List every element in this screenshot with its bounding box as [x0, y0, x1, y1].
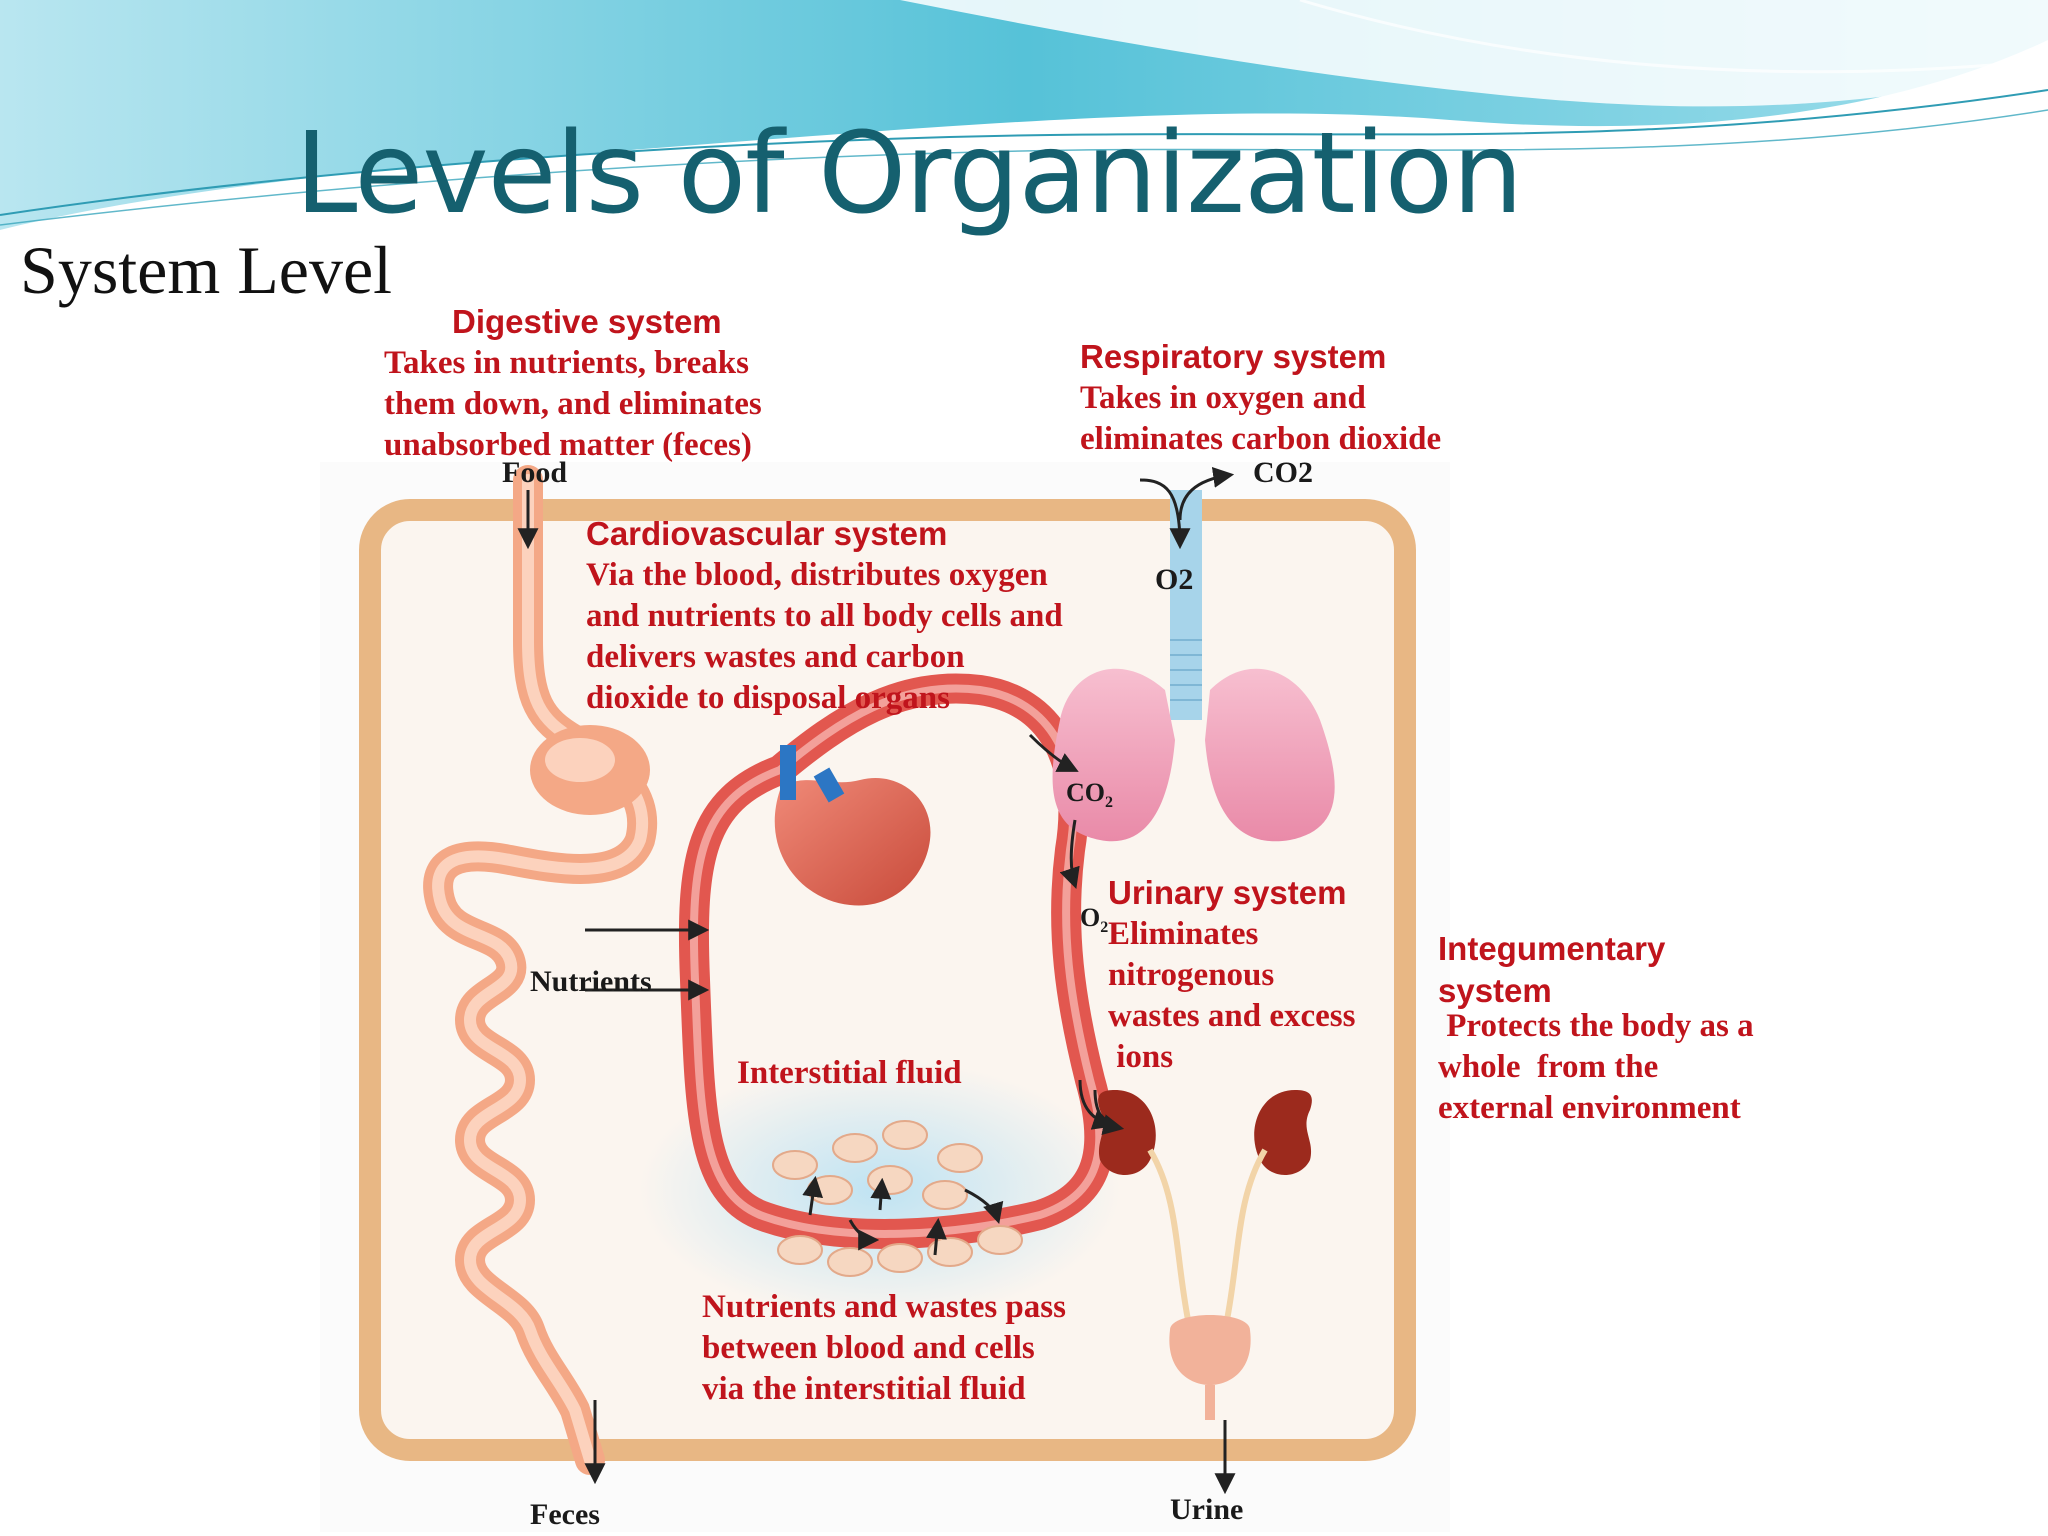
exchange-description: Nutrients and wastes pass between blood … — [702, 1287, 1066, 1410]
respiratory-desc-line: eliminates carbon dioxide — [1080, 421, 1442, 457]
integumentary-title-line: Integumentary — [1438, 930, 1666, 967]
co2-lung-text: CO — [1066, 778, 1105, 807]
flow-arrows — [517, 466, 1236, 1495]
exchange-line: Nutrients and wastes pass — [702, 1289, 1066, 1325]
integumentary-system-title: Integumentary system — [1438, 928, 1665, 1012]
urinary-desc-line: wastes and excess — [1108, 998, 1356, 1034]
co2-out-label: CO2 — [1253, 456, 1313, 489]
digestive-desc-line: them down, and eliminates — [384, 386, 762, 422]
urinary-desc-line: Eliminates — [1108, 916, 1259, 952]
digestive-desc-line: unabsorbed matter (feces) — [384, 427, 752, 463]
o2-lung-label: O2 — [1080, 905, 1108, 936]
cardiovascular-desc-line: and nutrients to all body cells and — [586, 598, 1063, 634]
slide-subtitle: System Level — [20, 232, 393, 308]
cardiovascular-system-title: Cardiovascular system — [586, 515, 948, 552]
urinary-desc-line: ions — [1108, 1039, 1174, 1075]
integumentary-desc-line: whole from the — [1438, 1049, 1659, 1085]
blood-vessel-loop — [678, 673, 1115, 1249]
respiratory-system-description: Takes in oxygen and eliminates carbon di… — [1080, 378, 1441, 460]
respiratory-desc-line: Takes in oxygen and — [1080, 380, 1366, 416]
slide-title: Levels of Organization — [295, 109, 1523, 239]
exchange-line: between blood and cells — [702, 1330, 1035, 1366]
o2-lung-text: O — [1080, 903, 1101, 932]
nutrients-label: Nutrients — [530, 965, 652, 998]
integumentary-system-description: Protects the body as a whole from the ex… — [1438, 1006, 1754, 1129]
digestive-system-title: Digestive system — [452, 303, 722, 340]
co2-lung-label: CO2 — [1066, 780, 1113, 811]
urinary-organs — [1098, 1090, 1312, 1420]
lungs — [1052, 490, 1335, 842]
o2-lung-subscript: 2 — [1100, 919, 1109, 937]
integumentary-title-line: system — [1438, 972, 1552, 1009]
interstitial-fluid-label: Interstitial fluid — [737, 1055, 962, 1091]
integumentary-desc-line: external environment — [1438, 1090, 1741, 1126]
body-cells — [772, 1120, 1023, 1277]
urinary-desc-line: nitrogenous — [1108, 957, 1275, 993]
header-wave-decoration — [0, 0, 2048, 230]
o2-in-label: O2 — [1155, 563, 1194, 596]
cardiovascular-desc-line: dioxide to disposal organs — [586, 680, 950, 716]
cardiovascular-desc-line: delivers wastes and carbon — [586, 639, 965, 675]
co2-lung-subscript: 2 — [1105, 794, 1113, 812]
integumentary-desc-line: Protects the body as a — [1438, 1008, 1754, 1044]
cardiovascular-desc-line: Via the blood, distributes oxygen — [586, 557, 1048, 593]
digestive-system-description: Takes in nutrients, breaks them down, an… — [384, 343, 762, 466]
digestive-tract — [423, 465, 658, 1475]
feces-label: Feces — [530, 1498, 600, 1531]
digestive-desc-line: Takes in nutrients, breaks — [384, 345, 749, 381]
urinary-system-description: Eliminates nitrogenous wastes and excess… — [1108, 914, 1355, 1078]
exchange-line: via the interstitial fluid — [702, 1371, 1026, 1407]
urine-label: Urine — [1170, 1493, 1244, 1526]
respiratory-system-title: Respiratory system — [1080, 338, 1387, 375]
food-label: Food — [502, 456, 568, 489]
urinary-system-title: Urinary system — [1108, 874, 1347, 911]
heart — [774, 745, 931, 906]
cardiovascular-system-description: Via the blood, distributes oxygen and nu… — [586, 555, 1063, 719]
